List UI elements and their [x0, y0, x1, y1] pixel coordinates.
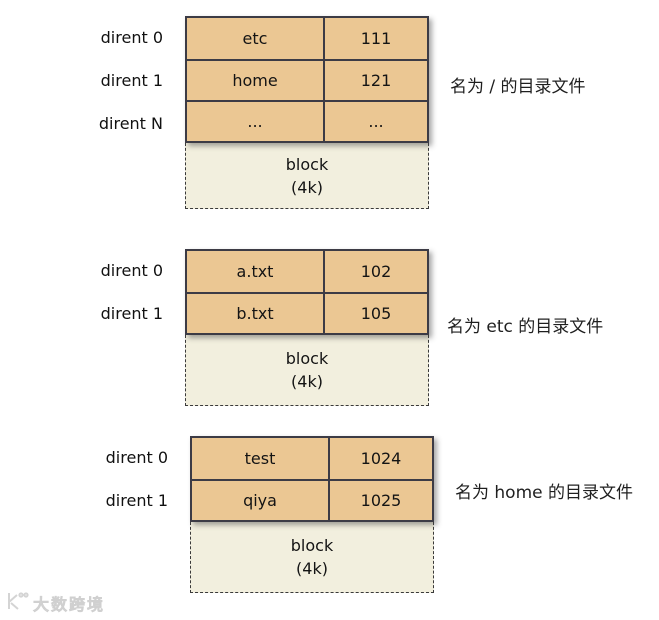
dirent-label-column: dirent 0 dirent 1 [65, 249, 185, 406]
entry-inode-cell: 105 [323, 294, 427, 333]
block-label: block [285, 154, 329, 174]
dirent-group-root: dirent 0 dirent 1 dirent N etc 111 home … [65, 16, 429, 209]
entry-name-cell: etc [187, 18, 323, 59]
entry-inode-cell: 1024 [328, 438, 432, 479]
table-row: etc 111 [187, 18, 427, 59]
entry-inode-cell: 1025 [328, 481, 432, 520]
dirent-table: test 1024 qiya 1025 [190, 436, 434, 522]
entry-name-cell: test [192, 438, 328, 479]
table-row: home 121 [187, 59, 427, 100]
block-size-label: (4k) [291, 177, 323, 197]
entry-name-cell: qiya [192, 481, 328, 520]
watermark-logo-icon [5, 591, 29, 615]
entry-name-cell: ... [187, 102, 323, 141]
dirent-row-label: dirent 0 [105, 448, 168, 467]
dirent-row-label: dirent 1 [100, 71, 163, 90]
entry-inode-cell: 111 [323, 18, 427, 59]
dirent-row-label: dirent N [98, 114, 163, 133]
dirent-row-label: dirent 0 [100, 28, 163, 47]
dirent-table-column: a.txt 102 b.txt 105 block (4k) [185, 249, 429, 406]
dirent-table: etc 111 home 121 ... ... [185, 16, 429, 143]
dirent-label-column: dirent 0 dirent 1 [70, 436, 190, 593]
table-row: b.txt 105 [187, 292, 427, 333]
table-row: test 1024 [192, 438, 432, 479]
dirent-table: a.txt 102 b.txt 105 [185, 249, 429, 335]
entry-inode-cell: ... [323, 102, 427, 141]
disk-block-box: block (4k) [185, 335, 429, 406]
dirent-group-home: dirent 0 dirent 1 test 1024 qiya 1025 bl… [70, 436, 434, 593]
dirent-table-column: test 1024 qiya 1025 block (4k) [190, 436, 434, 593]
dirent-row-label: dirent 1 [100, 304, 163, 323]
block-size-label: (4k) [296, 559, 328, 578]
dirent-row-label: dirent 0 [100, 261, 163, 280]
table-row: ... ... [187, 100, 427, 141]
dirent-group-etc: dirent 0 dirent 1 a.txt 102 b.txt 105 bl… [65, 249, 429, 406]
block-label: block [290, 536, 334, 555]
watermark: 大数跨境 [5, 591, 105, 615]
entry-inode-cell: 102 [323, 251, 427, 292]
disk-block-box: block (4k) [185, 143, 429, 209]
table-row: a.txt 102 [187, 251, 427, 292]
group-caption-home: 名为 home 的目录文件 [455, 483, 634, 503]
block-label: block [285, 349, 329, 368]
dirent-table-column: etc 111 home 121 ... ... block (4k) [185, 16, 429, 209]
dirent-label-column: dirent 0 dirent 1 dirent N [65, 16, 185, 209]
block-size-label: (4k) [291, 372, 323, 391]
dirent-row-label: dirent 1 [105, 491, 168, 510]
watermark-text: 大数跨境 [33, 595, 106, 615]
table-row: qiya 1025 [192, 479, 432, 520]
entry-name-cell: a.txt [187, 251, 323, 292]
group-caption-etc: 名为 etc 的目录文件 [447, 317, 604, 337]
entry-name-cell: home [187, 61, 323, 100]
entry-inode-cell: 121 [323, 61, 427, 100]
group-caption-root: 名为 / 的目录文件 [450, 77, 586, 97]
disk-block-box: block (4k) [190, 522, 434, 593]
entry-name-cell: b.txt [187, 294, 323, 333]
